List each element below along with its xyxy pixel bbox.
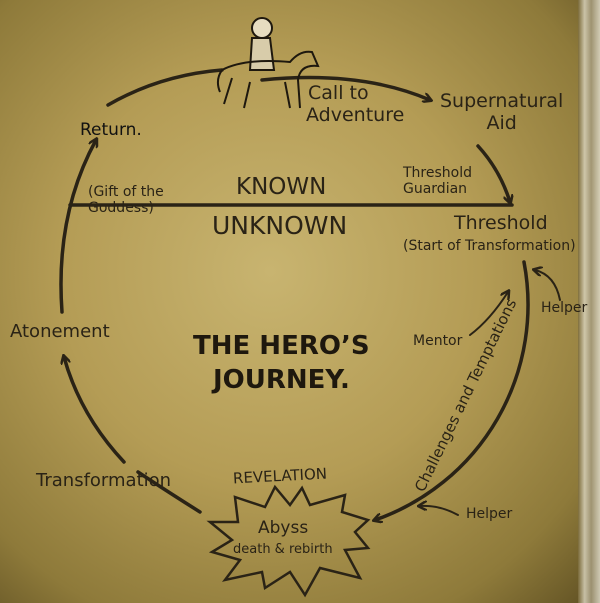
- known-label: KNOWN: [236, 174, 327, 200]
- stage-atonement: Atonement: [10, 321, 110, 342]
- helper-bottom-label: Helper: [466, 506, 513, 522]
- line-abyss-to-transformation: [136, 470, 202, 514]
- arrow-call-to-aid: [260, 75, 430, 101]
- aid-line-2: Aid: [486, 112, 517, 134]
- gift-line-2: Goddess): [88, 200, 154, 216]
- helper-top-label: Helper: [541, 300, 588, 316]
- helper-top-arrow: [535, 270, 561, 301]
- arrow-transformation-to-atonement: [64, 357, 126, 464]
- arrow-threshold-to-abyss: [375, 260, 530, 520]
- aid-line-1: Supernatural: [440, 90, 564, 112]
- title-line-1: THE HERO’S: [193, 331, 370, 361]
- stage-transformation: Transformation: [36, 470, 172, 491]
- abyss-subtitle: death & rebirth: [233, 542, 333, 557]
- arc-return-to-call: [106, 68, 224, 107]
- gift-line-1: (Gift of the: [88, 184, 164, 200]
- stage-return: Return.: [80, 120, 142, 140]
- stage-threshold: Threshold: [454, 212, 548, 234]
- arrow-aid-to-threshold: [476, 144, 510, 202]
- unknown-label: UNKNOWN: [212, 211, 348, 240]
- threshold-subtitle: (Start of Transformation): [403, 238, 576, 254]
- torn-paper-edge: [578, 0, 600, 603]
- title-line-2: JOURNEY.: [213, 365, 350, 395]
- call-line-1: Call to: [308, 82, 369, 104]
- guardian-line-2: Guardian: [403, 181, 468, 197]
- guardian-line-1: Threshold: [403, 165, 472, 181]
- call-line-2: Adventure: [306, 104, 405, 126]
- knight-on-horse-illustration: [216, 17, 320, 109]
- arrow-atonement-to-return: [59, 140, 96, 314]
- mentor-arrow: [469, 292, 508, 336]
- abyss-starburst: [206, 484, 371, 598]
- stage-abyss: Abyss: [258, 518, 309, 538]
- helper-bottom-arrow: [420, 506, 459, 516]
- mentor-label: Mentor: [413, 333, 463, 349]
